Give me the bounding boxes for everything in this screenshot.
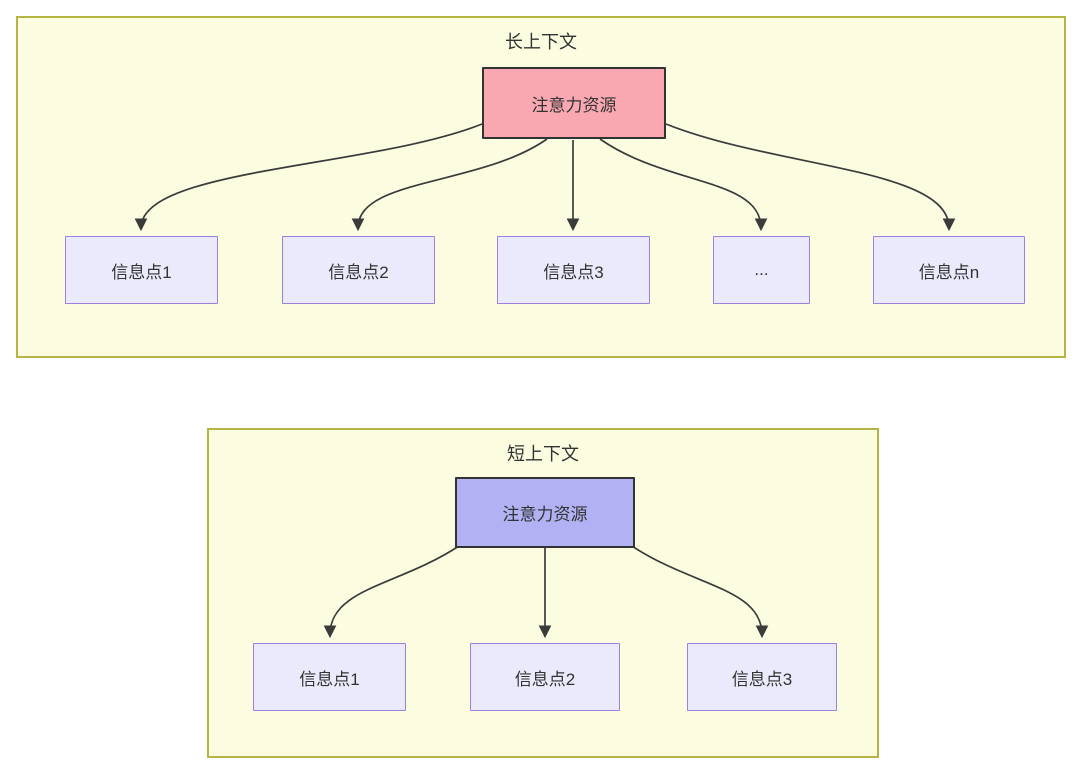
node-long-info-point-3: 信息点3: [497, 236, 650, 304]
node-short-info-point-2: 信息点2: [470, 643, 620, 711]
node-long-info-point-n: 信息点n: [873, 236, 1025, 304]
node-short-attention-resource: 注意力资源: [455, 477, 635, 548]
node-short-info-point-3: 信息点3: [687, 643, 837, 711]
node-short-info-point-1: 信息点1: [253, 643, 406, 711]
node-long-attention-resource: 注意力资源: [482, 67, 666, 139]
panel-long-context-title: 长上下文: [505, 32, 577, 52]
node-long-info-point-ellipsis: ...: [713, 236, 810, 304]
panel-short-context-title: 短上下文: [507, 444, 579, 464]
node-long-info-point-2: 信息点2: [282, 236, 435, 304]
node-long-info-point-1: 信息点1: [65, 236, 218, 304]
